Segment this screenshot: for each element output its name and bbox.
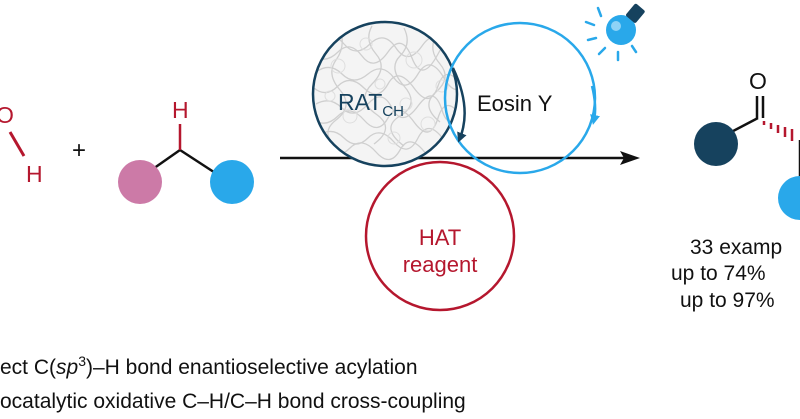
yield-stat: up to 74%: [671, 262, 766, 285]
pink-substituent-ball: [118, 160, 162, 204]
hat-reagent-label: reagent: [403, 252, 478, 277]
product-hashed-bond: [762, 121, 794, 141]
ketone-product: O: [694, 68, 800, 220]
eosin-y-label: Eosin Y: [477, 91, 553, 116]
rat-cycle-arrow: [451, 67, 467, 143]
plus-sign: +: [72, 137, 86, 164]
product-oxygen: O: [749, 68, 767, 94]
rat-catalyst-circle: [311, 20, 459, 168]
aldehyde-bond: [8, 131, 26, 157]
navy-substituent-ball: [694, 122, 738, 166]
enzyme-texture-icon: [313, 22, 457, 166]
feature-line-1: ect C(sp3)–H bond enantioselective acyla…: [0, 353, 418, 379]
feature-line-2: ocatalytic oxidative C–H/C–H bond cross-…: [0, 390, 466, 413]
examples-count: 33 examp: [690, 236, 783, 259]
ee-stat: up to 97%: [680, 289, 775, 312]
reaction-arrow: [280, 151, 640, 165]
ch-substrate: H: [118, 97, 254, 204]
hat-label: HAT: [419, 225, 461, 250]
product-blue-ball: [778, 176, 800, 220]
light-bulb-icon: [584, 3, 645, 62]
aldehyde-fragment: O H: [0, 102, 43, 187]
substrate-hydrogen: H: [172, 97, 189, 123]
aldehyde-hydrogen: H: [26, 161, 43, 187]
blue-substituent-ball: [210, 160, 254, 204]
hat-cycle-circle: [364, 160, 516, 312]
rat-catalyst-label: RATCH: [338, 89, 404, 120]
aldehyde-oxygen: O: [0, 102, 14, 128]
eosin-cycle-arrow: [590, 85, 600, 125]
